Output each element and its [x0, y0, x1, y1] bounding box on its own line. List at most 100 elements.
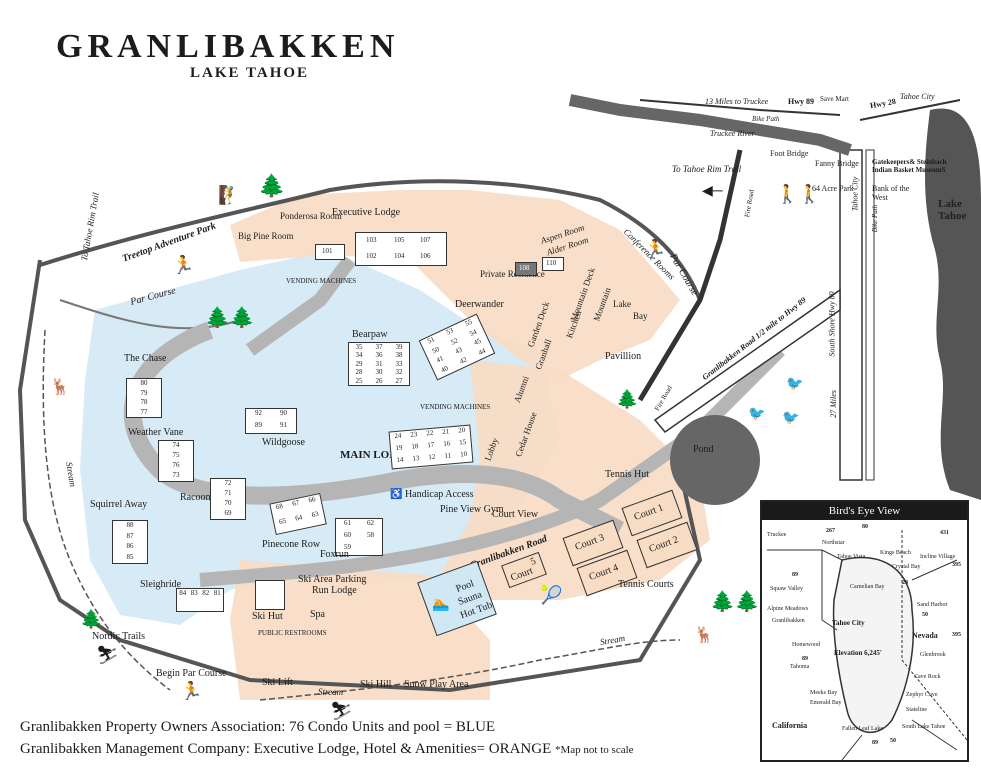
inset-town: Meeks Bay	[810, 690, 838, 696]
inset-town: Glenbrook	[920, 652, 946, 658]
inset-hwy: 395	[952, 632, 961, 638]
label-begin-par-course: Begin Par Course	[156, 668, 227, 679]
label-public-restrooms: PUBLIC RESTROOMS	[258, 629, 327, 637]
unit: 82	[202, 589, 210, 597]
inset-town: South Lake Tahoe	[902, 724, 946, 730]
tree-icon: 🌲	[616, 389, 639, 409]
inset-town: Emerald Bay	[810, 700, 842, 706]
inset-town: Truckee	[767, 532, 787, 538]
inset-town: Alpine Meadows	[767, 606, 809, 612]
upper-road	[39, 179, 702, 301]
unit: 61	[344, 519, 351, 527]
unit: 25	[355, 376, 363, 385]
unit: 108	[519, 264, 530, 272]
unit: 26	[375, 376, 383, 385]
inset-hwy: 28	[902, 580, 908, 586]
inset-hwy: 50	[890, 738, 896, 744]
unit: 38	[395, 351, 403, 360]
label-ski-hut: Ski Hut	[252, 611, 283, 622]
unit: 75	[172, 451, 180, 459]
inset-town: Homewood	[792, 642, 820, 648]
unit: 88	[126, 521, 134, 529]
unit: 73	[172, 471, 180, 479]
label-save-mart: Save Mart	[820, 95, 849, 103]
label-handicap-access: ♿ Handicap Access	[390, 490, 474, 500]
label-main-lodge: MAIN LODGE	[340, 449, 414, 461]
unit: 103	[366, 236, 377, 244]
tree-icon: 🌲	[80, 609, 103, 629]
unit: 60	[344, 531, 351, 539]
unit: 32	[395, 368, 403, 377]
bird-icon: 🐦	[782, 411, 800, 426]
unit: 84	[179, 589, 187, 597]
label-fanny-bridge: Fanny Bridge	[815, 159, 859, 168]
granlibakken-road-to-hwy	[653, 288, 841, 434]
unit: 70	[224, 499, 232, 507]
unit: 91	[280, 421, 287, 429]
inset-lake	[832, 556, 915, 734]
inset-hwy: 80	[862, 524, 868, 530]
unit: 92	[255, 409, 262, 417]
par-course-road	[17, 259, 703, 693]
executive-lodge-building: 103 105 107 102 104 106	[355, 232, 447, 266]
unit: 69	[224, 509, 232, 517]
inset-town: Sand Harbor	[917, 602, 948, 608]
label-hwy89-top: Hwy 89	[788, 97, 814, 106]
label-big-pine-room: Big Pine Room	[238, 231, 294, 241]
unit: 12	[428, 452, 436, 462]
label-stream-bottom: Stream	[318, 687, 344, 697]
inset-hwy: 89	[872, 740, 878, 746]
label-acre-park: 64 Acre Park	[812, 184, 854, 193]
unit: 72	[224, 479, 232, 487]
unit: 110	[546, 259, 557, 267]
unit: 105	[394, 236, 405, 244]
inset-title: Bird's Eye View	[762, 502, 967, 520]
access-road	[245, 255, 356, 356]
unit: 59	[344, 543, 351, 551]
unit: 36	[375, 351, 383, 360]
unit: 102	[366, 252, 377, 260]
deer-icon: 🦌	[694, 627, 714, 644]
runner-icon: 🏃	[172, 255, 195, 275]
label-pond: Pond	[693, 444, 714, 455]
label-miles-truckee: 13 Miles to Truckee	[705, 97, 769, 106]
unit: 74	[172, 441, 180, 449]
trees-icon: 🌲🌲	[710, 591, 760, 613]
inset-town: Fallen Leaf Lake	[842, 726, 883, 732]
inset-hwy: 267	[826, 528, 835, 534]
inset-town: Northstar	[822, 540, 845, 546]
label-vending-top: VENDING MACHINES	[286, 277, 357, 285]
inset-hwy: 395	[952, 562, 961, 568]
inset-town: Tahoma	[790, 664, 810, 670]
inset-hwy: 89	[792, 572, 798, 578]
unit: 85	[126, 552, 134, 561]
pond	[670, 415, 760, 505]
handicap-icon: ♿	[390, 489, 405, 500]
label-ski-lift: Ski Lift	[262, 677, 293, 688]
label-ski-hill: Ski Hill	[360, 679, 392, 690]
inset-nevada: Nevada	[912, 631, 938, 640]
unit: 89	[255, 421, 262, 429]
inset-town: Tahoe Vista	[837, 554, 866, 560]
legend-line-1: Granlibakken Property Owners Association…	[20, 719, 496, 735]
stream-bottom	[259, 639, 681, 701]
tree-icon: 🌲	[258, 173, 286, 198]
unit: 80	[140, 379, 148, 387]
orange-zone-top	[230, 190, 680, 380]
unit: 79	[140, 388, 148, 397]
skier-icon: ⛷	[96, 645, 119, 665]
inset-town: Squaw Valley	[770, 586, 804, 592]
label-racoon-eyes: Racoon Eyes	[180, 492, 233, 503]
label-pinecone-row: Pinecone Row	[262, 539, 321, 550]
inset-hwy: 89	[802, 656, 808, 662]
unit-108: 108	[515, 262, 537, 276]
label-the-chase: The Chase	[124, 353, 167, 364]
inset-hwy: 50	[922, 612, 928, 618]
bird-icon: 🐦	[786, 377, 804, 392]
inset-map	[767, 530, 967, 760]
